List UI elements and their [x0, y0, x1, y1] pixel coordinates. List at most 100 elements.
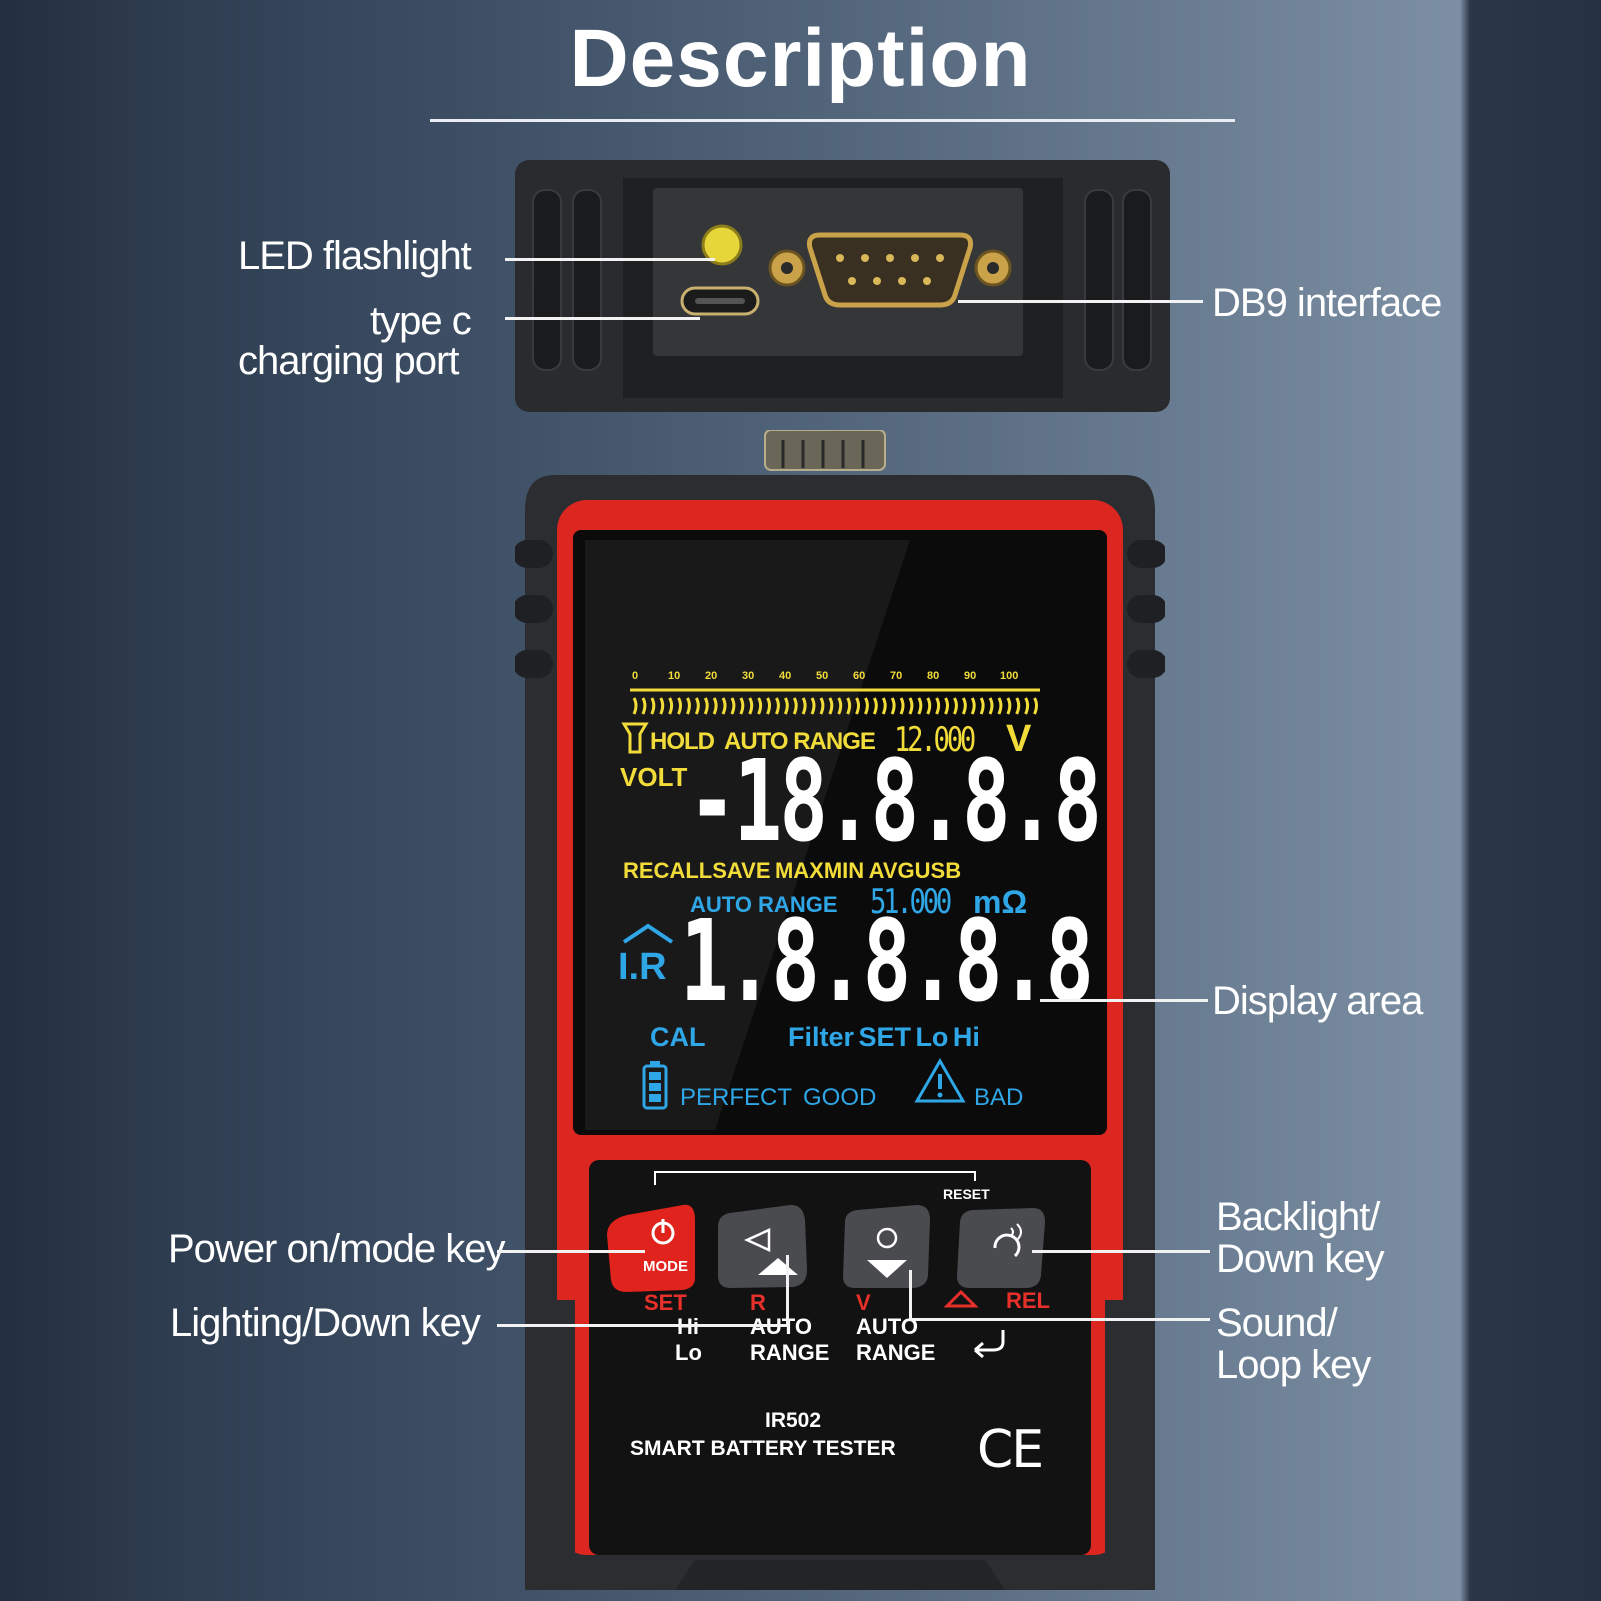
ohm-range-value: 51.000: [870, 882, 952, 922]
reset-label: RESET: [940, 1181, 993, 1207]
mode-key[interactable]: MODE: [605, 1205, 713, 1295]
bargraph-segment: [775, 697, 780, 715]
callout-type-c-1: type c: [370, 299, 472, 343]
leader-led: [505, 258, 715, 261]
perfect-indicator: PERFECT: [680, 1084, 793, 1111]
bargraph-segment: [686, 697, 691, 715]
led-icon: [701, 224, 743, 266]
volt-reading: -18.8.8.8: [688, 737, 1102, 867]
lo-indicator: Lo: [915, 1022, 949, 1052]
callout-sound-1: Sound/: [1216, 1301, 1338, 1345]
set-label: SET: [644, 1290, 687, 1315]
volt-range-value: 12.000: [894, 720, 976, 760]
ce-mark: CE: [977, 1420, 1044, 1480]
bargraph-segment: [855, 697, 860, 715]
callout-power-mode-key: Power on/mode key: [168, 1227, 506, 1271]
callout-db9: DB9 interface: [1212, 281, 1442, 325]
ir-label: I.R: [618, 946, 667, 988]
volt-unit: V: [1006, 718, 1032, 760]
recall-indicator: RECALL: [623, 858, 713, 883]
mode-key-shape: [607, 1204, 695, 1292]
device-top-view: [515, 160, 1170, 412]
range-label-1: RANGE: [750, 1340, 830, 1365]
mode-key-label: MODE: [643, 1258, 688, 1275]
filter-indicator: Filter: [788, 1022, 855, 1052]
v-label: V: [856, 1290, 871, 1315]
scale-tick: 0: [632, 670, 639, 682]
leader-lighting: [497, 1324, 787, 1327]
bargraph-segment: [890, 697, 896, 715]
page-title: Description: [569, 13, 1032, 104]
bargraph-segment: [872, 697, 878, 715]
device-front-view: [515, 430, 1165, 1590]
bargraph-segment: [748, 697, 754, 715]
bargraph-segment: [881, 697, 887, 715]
scale-tick: 10: [668, 670, 681, 682]
scale-tick: 80: [927, 670, 940, 682]
bargraph-segment: [917, 697, 923, 715]
leader-power: [497, 1250, 645, 1253]
scale-tick: 70: [890, 670, 903, 682]
lighting-up-key[interactable]: [718, 1205, 813, 1295]
lighting-down-key[interactable]: [843, 1205, 938, 1295]
lcd-display: 0 10 20 30 40 50 60 70 80 90 100 HOLD AU…: [618, 670, 1102, 1130]
range-label-2: RANGE: [856, 1340, 936, 1365]
bargraph-segment: [739, 697, 745, 715]
callout-backlight-1: Backlight/: [1216, 1195, 1380, 1239]
ohm-unit: mΩ: [973, 884, 1028, 920]
bargraph-segment: [846, 697, 852, 715]
bargraph-segment: [721, 697, 727, 715]
bargraph-segment: [659, 697, 665, 715]
save-indicator: SAVE: [712, 858, 771, 883]
bad-indicator: BAD: [974, 1084, 1024, 1111]
bargraph: [630, 688, 1040, 715]
bargraph-segment: [792, 697, 798, 715]
auto-label-2: AUTO: [856, 1314, 918, 1339]
set-indicator: SET: [858, 1022, 911, 1052]
bargraph-segment: [1006, 697, 1012, 715]
callout-lighting-down-key: Lighting/Down key: [170, 1301, 481, 1345]
bargraph-segment: [783, 697, 789, 715]
bargraph-segment: [668, 697, 674, 715]
leader-sound-down: [909, 1270, 912, 1320]
scale-tick: 90: [964, 670, 977, 682]
bargraph-segment: [801, 697, 807, 715]
hold-indicator: HOLD: [650, 728, 715, 755]
bargraph-segment: [953, 697, 958, 715]
usb-indicator: USB: [914, 858, 962, 883]
avg-indicator: AVG: [868, 858, 915, 883]
hi-indicator: Hi: [952, 1022, 980, 1052]
bargraph-segment: [810, 697, 816, 715]
battery-icon: [642, 1061, 668, 1110]
bargraph-segment: [864, 697, 869, 715]
hi-label: Hi: [677, 1314, 699, 1340]
callout-sound-2: Loop key: [1216, 1343, 1371, 1387]
bargraph-segment: [926, 697, 932, 715]
r-label: R: [750, 1290, 766, 1315]
leader-type-c: [505, 317, 700, 320]
callout-led-flashlight: LED flashlight: [238, 234, 472, 278]
bargraph-segment: [694, 697, 700, 715]
bargraph-segment: [730, 697, 736, 715]
scale-tick: 60: [853, 670, 866, 682]
model-label: IR502: [765, 1409, 822, 1432]
bargraph-segment: [944, 697, 949, 715]
home-icon: [622, 923, 674, 944]
callout-display-area: Display area: [1212, 979, 1423, 1023]
bargraph-segment: [650, 697, 656, 715]
bargraph-segment: [766, 697, 771, 715]
cal-indicator: CAL: [650, 1022, 706, 1052]
leader-sound: [910, 1318, 1210, 1321]
bargraph-segment: [908, 697, 914, 715]
leader-lighting-up: [786, 1255, 789, 1327]
rel-label: REL: [1006, 1288, 1050, 1313]
ir-reading: 1.8.8.8.8: [680, 897, 1094, 1027]
bargraph-segment: [988, 697, 994, 715]
bargraph-segment: [935, 697, 941, 715]
warning-icon: [914, 1058, 966, 1103]
callout-type-c-2: charging port: [238, 339, 459, 383]
bargraph-segment: [632, 697, 638, 715]
bargraph-segment: [997, 697, 1003, 715]
bargraph-segment: [1033, 697, 1038, 715]
bargraph-segment: [970, 697, 976, 715]
